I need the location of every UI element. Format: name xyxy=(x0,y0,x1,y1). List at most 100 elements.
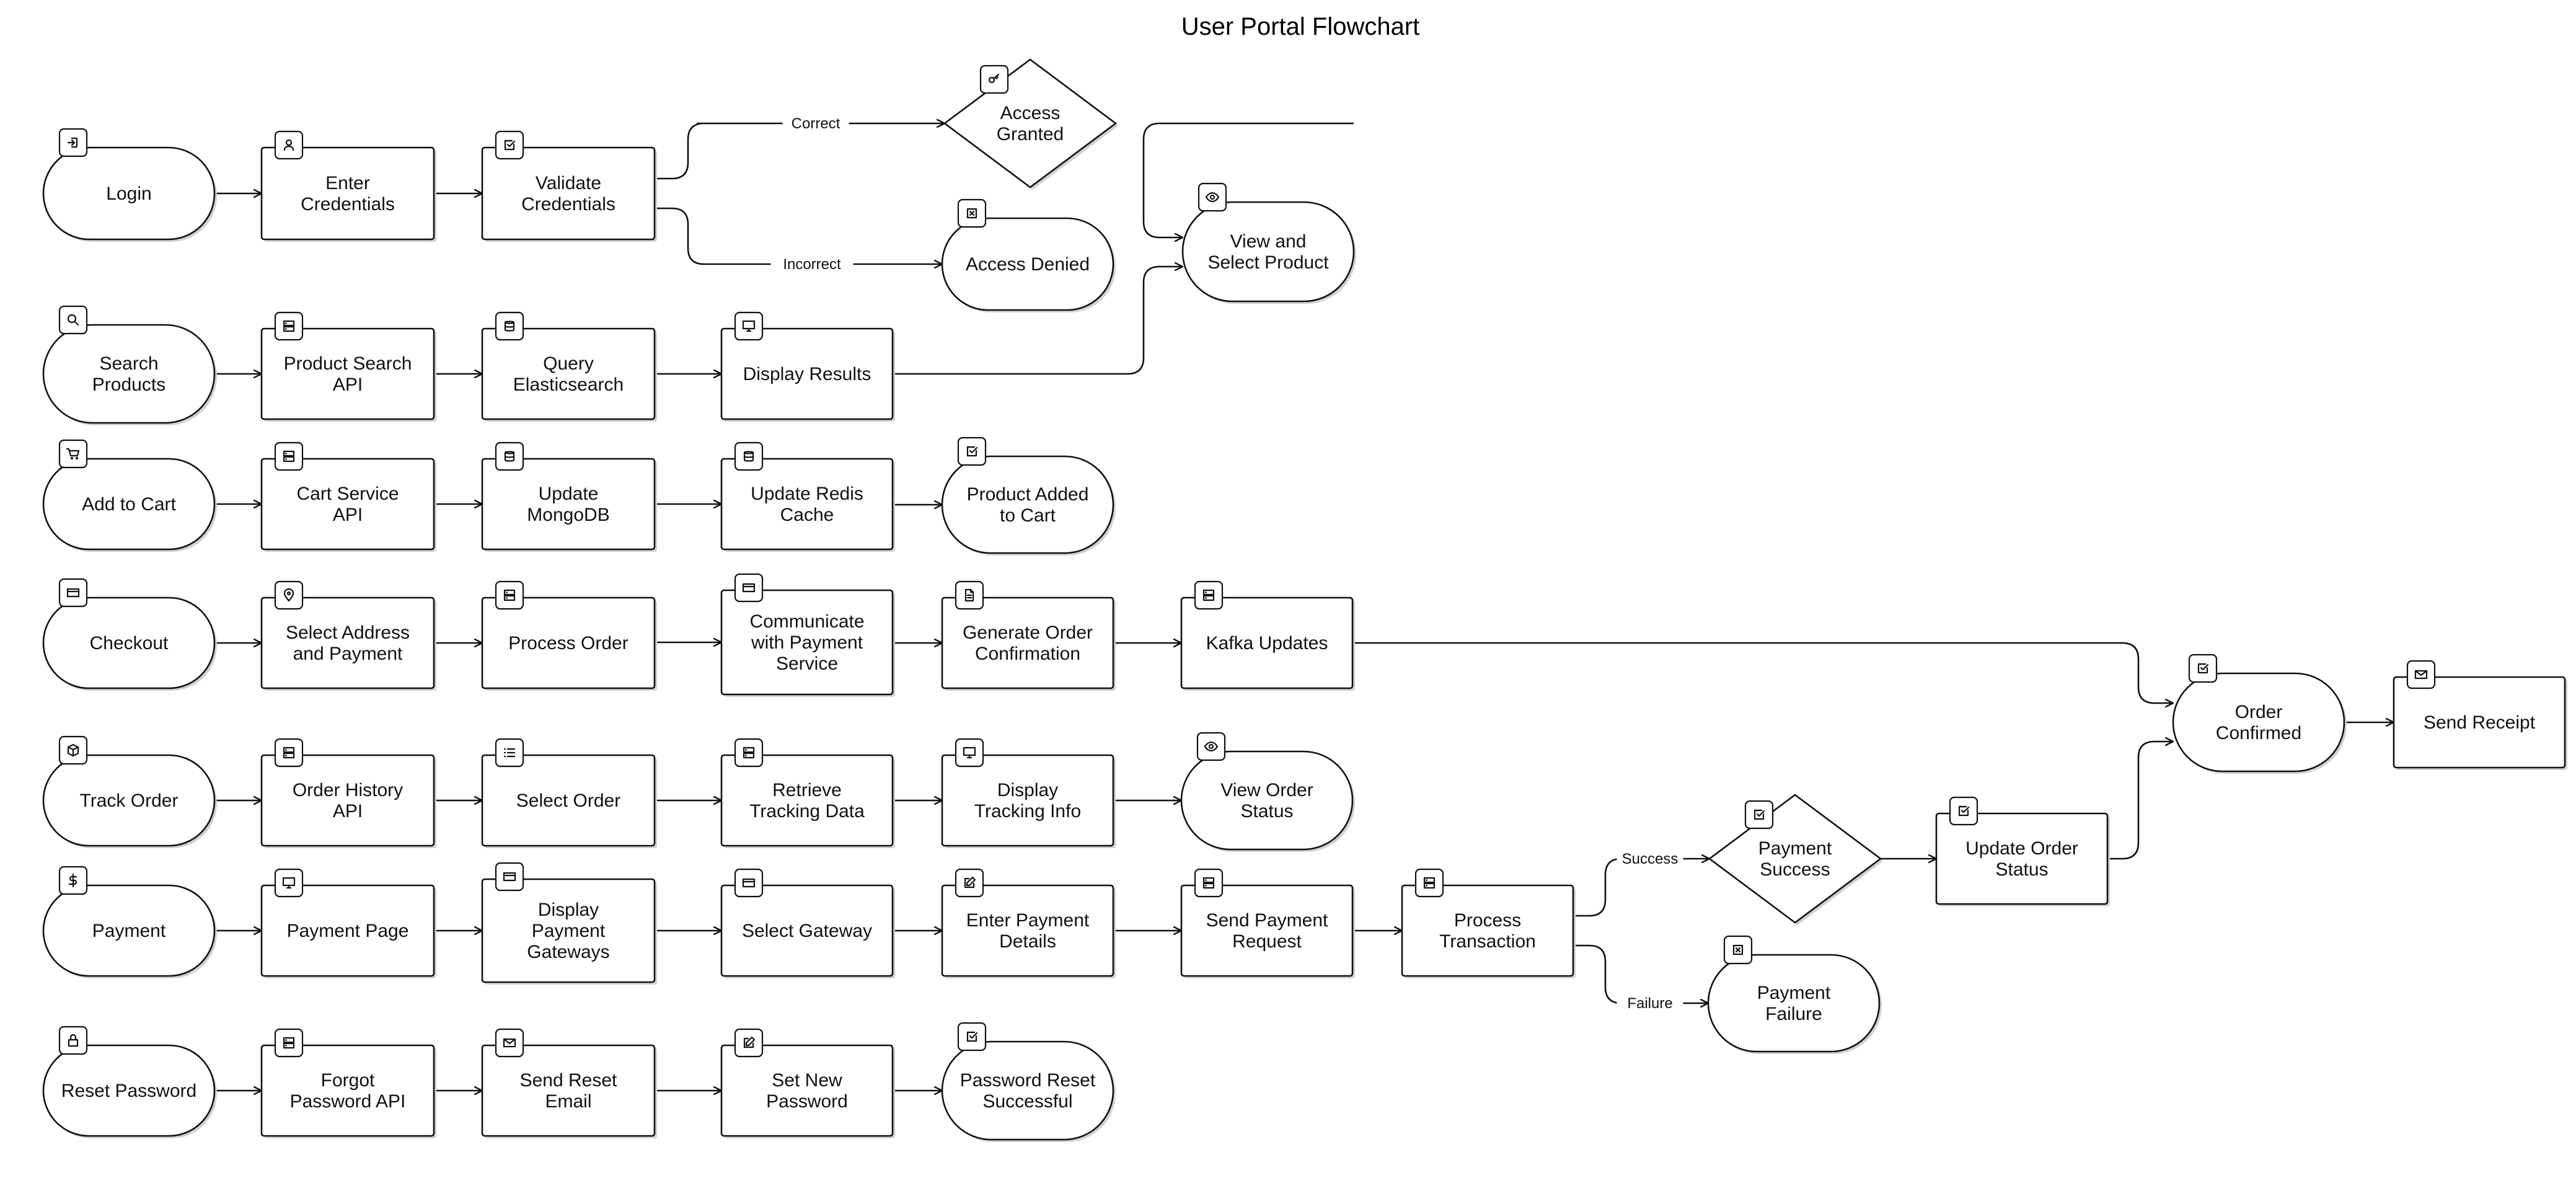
eye-icon xyxy=(1196,732,1226,761)
node-track-order[interactable]: Track Order xyxy=(42,735,217,848)
icon-glyph xyxy=(504,140,516,151)
edge-label-group: Success xyxy=(1617,849,1683,869)
terminal-shape xyxy=(1180,750,1354,851)
node-label-line: Process Order xyxy=(508,633,628,654)
icon-badge xyxy=(1196,732,1226,761)
icon-badge xyxy=(1949,796,1978,826)
server-icon xyxy=(274,1028,304,1058)
node-kafka-updates[interactable]: Kafka Updates xyxy=(1180,580,1355,691)
icon-stroke xyxy=(1205,192,1220,203)
node-label-line: Tracking Info xyxy=(974,801,1081,822)
node-label-line: Password Reset xyxy=(960,1070,1096,1091)
node-process-order[interactable]: Process Order xyxy=(481,580,657,691)
node-label-line: Products xyxy=(92,374,165,395)
icon-badge xyxy=(2188,654,2218,683)
node-label-line: API xyxy=(333,505,363,525)
icon-stroke xyxy=(743,1037,754,1048)
node-label-line: Add to Cart xyxy=(82,494,176,515)
process-box xyxy=(720,754,894,847)
icon-glyph xyxy=(283,1037,295,1049)
node-access-denied[interactable]: Access Denied xyxy=(941,198,1116,312)
node-select-gateway[interactable]: Select Gateway xyxy=(720,868,895,978)
icon-stroke xyxy=(503,589,516,596)
icon-stroke xyxy=(1423,882,1436,889)
node-label-line: Success xyxy=(1760,859,1830,880)
icon-stroke xyxy=(66,448,80,457)
credit-card-icon xyxy=(734,573,764,603)
process-box xyxy=(481,596,656,689)
node-send-receipt[interactable]: Send Receipt xyxy=(2393,660,2567,770)
icon-badge xyxy=(58,439,88,469)
icon-stroke xyxy=(283,326,295,332)
node-label-line: Checkout xyxy=(90,633,169,654)
icon-stroke xyxy=(995,75,999,79)
process-box xyxy=(260,458,435,551)
node-select-order[interactable]: Select Order xyxy=(481,738,657,848)
node-reset-password[interactable]: Reset Password xyxy=(42,1026,217,1138)
icon-stroke xyxy=(504,451,515,462)
icon-stroke xyxy=(1756,810,1765,817)
edge-label: Success xyxy=(1622,851,1678,867)
icon-stroke xyxy=(969,446,978,454)
login-icon xyxy=(58,128,88,157)
icon-glyph xyxy=(1202,877,1215,889)
node-display-results[interactable]: Display Results xyxy=(720,311,895,422)
icon-stroke xyxy=(1202,595,1215,601)
node-label-line: Update xyxy=(539,484,599,504)
node-label-line: Details xyxy=(999,931,1056,952)
icon-stroke xyxy=(745,1036,756,1047)
edge-label: Failure xyxy=(1627,995,1672,1012)
icon-stroke xyxy=(1202,882,1215,889)
node-label-line: Order History xyxy=(293,780,403,800)
edge-label-background xyxy=(782,113,849,133)
node-add-to-cart[interactable]: Add to Cart xyxy=(42,439,217,552)
icon-stroke xyxy=(2414,670,2428,676)
database-icon xyxy=(495,311,524,341)
node-label-line: Update Order xyxy=(1965,838,2078,859)
node-label-line: Enter xyxy=(325,173,370,193)
node-checkout[interactable]: Checkout xyxy=(42,578,217,691)
icon-stroke xyxy=(69,1034,77,1041)
icon-glyph xyxy=(282,877,296,889)
process-box xyxy=(260,596,435,689)
process-box xyxy=(1935,812,2109,905)
node-payment-page[interactable]: Payment Page xyxy=(260,868,436,978)
node-login[interactable]: Login xyxy=(42,128,217,242)
database-icon xyxy=(734,441,764,471)
icon-glyph xyxy=(1204,741,1219,752)
node-payment[interactable]: Payment xyxy=(42,866,217,978)
icon-glyph xyxy=(503,1038,516,1048)
edit-icon xyxy=(734,1028,764,1058)
